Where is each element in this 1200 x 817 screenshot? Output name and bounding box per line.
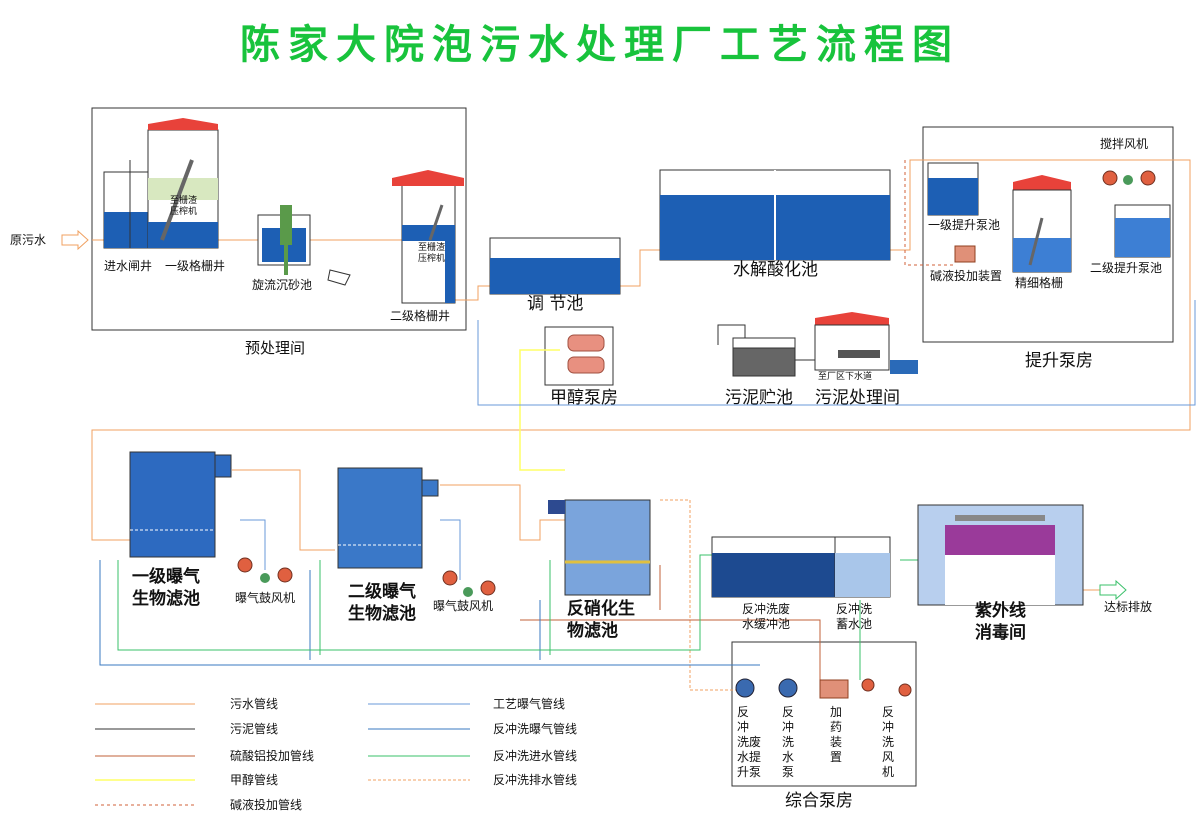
legend-label: 反冲洗排水管线 [493, 772, 577, 787]
label-backwash-storage: 蓄水池 [836, 617, 872, 631]
methanol-tank [567, 356, 605, 374]
label-pump-a: 升泵 [737, 765, 761, 779]
legend-label: 反冲洗曝气管线 [493, 721, 577, 736]
label-denitrification: 反硝化生 [567, 598, 635, 619]
label-sludge-storage: 污泥贮池 [725, 388, 793, 408]
label-pump-d: 机 [882, 765, 894, 779]
blower-icon [442, 570, 458, 586]
label-fine-screen: 精细格栅 [1015, 275, 1063, 290]
legend-label: 反冲洗进水管线 [493, 748, 577, 763]
label-pump-c: 加 [830, 705, 842, 719]
label-pump-a: 水提 [737, 749, 761, 764]
sludge-treatment-building [814, 324, 890, 371]
label-equalization: 调 节池 [527, 294, 583, 314]
label-pump-d: 反 [882, 705, 894, 719]
roof-icon [815, 312, 889, 325]
legend-label: 碱液投加管线 [230, 797, 302, 812]
label-pump-b: 洗 [782, 735, 794, 749]
label-pump-a: 反 [737, 705, 749, 719]
blower-icon [898, 683, 912, 697]
diagram-title: 陈家大院泡污水处理厂工艺流程图 [240, 22, 960, 68]
label-pump-d: 洗 [882, 735, 894, 749]
label-inlet-gate: 进水闸井 [104, 259, 152, 273]
pump-icon [778, 678, 798, 698]
label-uv: 紫外线 [975, 600, 1026, 621]
label-pump-d: 风 [882, 750, 894, 764]
legend: 污水管线 污泥管线 硫酸铝投加管线 甲醇管线 碱液投加管线 工艺曝气管线 反冲洗… [95, 696, 577, 812]
pump-room-outline [731, 641, 917, 787]
roof-icon [148, 118, 218, 130]
label-pump-b: 冲 [782, 719, 794, 734]
legend-label: 污泥管线 [230, 721, 278, 736]
blower-icon [1102, 170, 1118, 186]
blower-icon [861, 678, 875, 692]
label-mixing-blower: 搅拌风机 [1100, 136, 1148, 151]
label-pump-d: 冲 [882, 719, 894, 734]
discharge-arrow-icon [1099, 579, 1127, 601]
label-compactor: 压榨机 [170, 205, 197, 217]
label-lift-pool-1: 一级提升泵池 [928, 217, 1000, 232]
roof-icon [1013, 175, 1071, 190]
pretreatment-room-outline [91, 107, 467, 331]
label-pump-b: 反 [782, 705, 794, 719]
label-compactor: 至栅渣 [170, 194, 197, 206]
label-pump-b: 水 [782, 750, 794, 764]
roof-icon [392, 170, 464, 186]
label-to-sewer: 至厂区下水道 [818, 370, 872, 382]
lift-pump-room-outline [922, 126, 1174, 343]
label-pump-c: 药 [830, 720, 842, 734]
label-lift-pool-2: 二级提升泵池 [1090, 260, 1162, 275]
blower-icon [480, 580, 496, 596]
label-uv: 消毒间 [975, 622, 1026, 643]
label-baf1: 生物滤池 [132, 588, 200, 609]
dosing-device [819, 679, 849, 699]
blower-icon [1140, 170, 1156, 186]
label-baf2: 生物滤池 [348, 603, 416, 624]
label-hydrolysis: 水解酸化池 [733, 260, 818, 280]
denitrification-filter [564, 499, 651, 596]
label-pump-b: 泵 [782, 765, 794, 779]
label-lift-pump-room: 提升泵房 [1025, 351, 1093, 371]
label-backwash-waste: 水缓冲池 [742, 616, 790, 631]
legend-label: 工艺曝气管线 [493, 696, 565, 711]
truck-icon [890, 360, 918, 374]
legend-label: 硫酸铝投加管线 [230, 748, 314, 763]
legend-label: 污水管线 [230, 696, 278, 711]
baf2-tank [337, 467, 423, 569]
methanol-tank [567, 334, 605, 352]
label-baf2: 二级曝气 [348, 581, 416, 602]
methanol-room-outline [544, 326, 614, 386]
legend-label: 甲醇管线 [230, 772, 278, 787]
label-grit-chamber: 旋流沉砂池 [252, 278, 312, 292]
label-backwash-waste: 反冲洗废 [742, 601, 790, 616]
raw-sewage-arrow-icon [61, 229, 89, 251]
label-compactor: 至栅渣 [418, 241, 445, 253]
label-pretreatment-room: 预处理间 [245, 339, 305, 357]
blower-icon [237, 557, 253, 573]
label-denitrification: 物滤池 [567, 620, 618, 641]
label-pump-a: 洗废 [737, 734, 761, 749]
label-discharge: 达标排放 [1104, 599, 1152, 614]
label-compactor: 压榨机 [418, 252, 445, 264]
label-pump-a: 冲 [737, 719, 749, 734]
pipelines [91, 159, 1196, 691]
label-pump-room: 综合泵房 [785, 791, 853, 811]
label-pump-c: 装 [830, 735, 842, 749]
label-alkali-dosing: 碱液投加装置 [930, 268, 1002, 283]
label-methanol-room: 甲醇泵房 [550, 388, 618, 408]
pump-icon [735, 678, 755, 698]
label-raw-sewage: 原污水 [10, 233, 46, 247]
label-pump-c: 置 [830, 750, 842, 764]
label-sludge-treatment: 污泥处理间 [815, 388, 900, 408]
label-blower2: 曝气鼓风机 [433, 598, 493, 613]
label-fine-screen-well: 二级格栅井 [390, 308, 450, 323]
label-baf1: 一级曝气 [132, 566, 200, 587]
baf1-tank [129, 451, 216, 558]
label-coarse-screen: 一级格栅井 [165, 258, 225, 273]
label-blower1: 曝气鼓风机 [235, 590, 295, 605]
blower-icon [277, 567, 293, 583]
label-backwash-storage: 反冲洗 [836, 601, 872, 616]
